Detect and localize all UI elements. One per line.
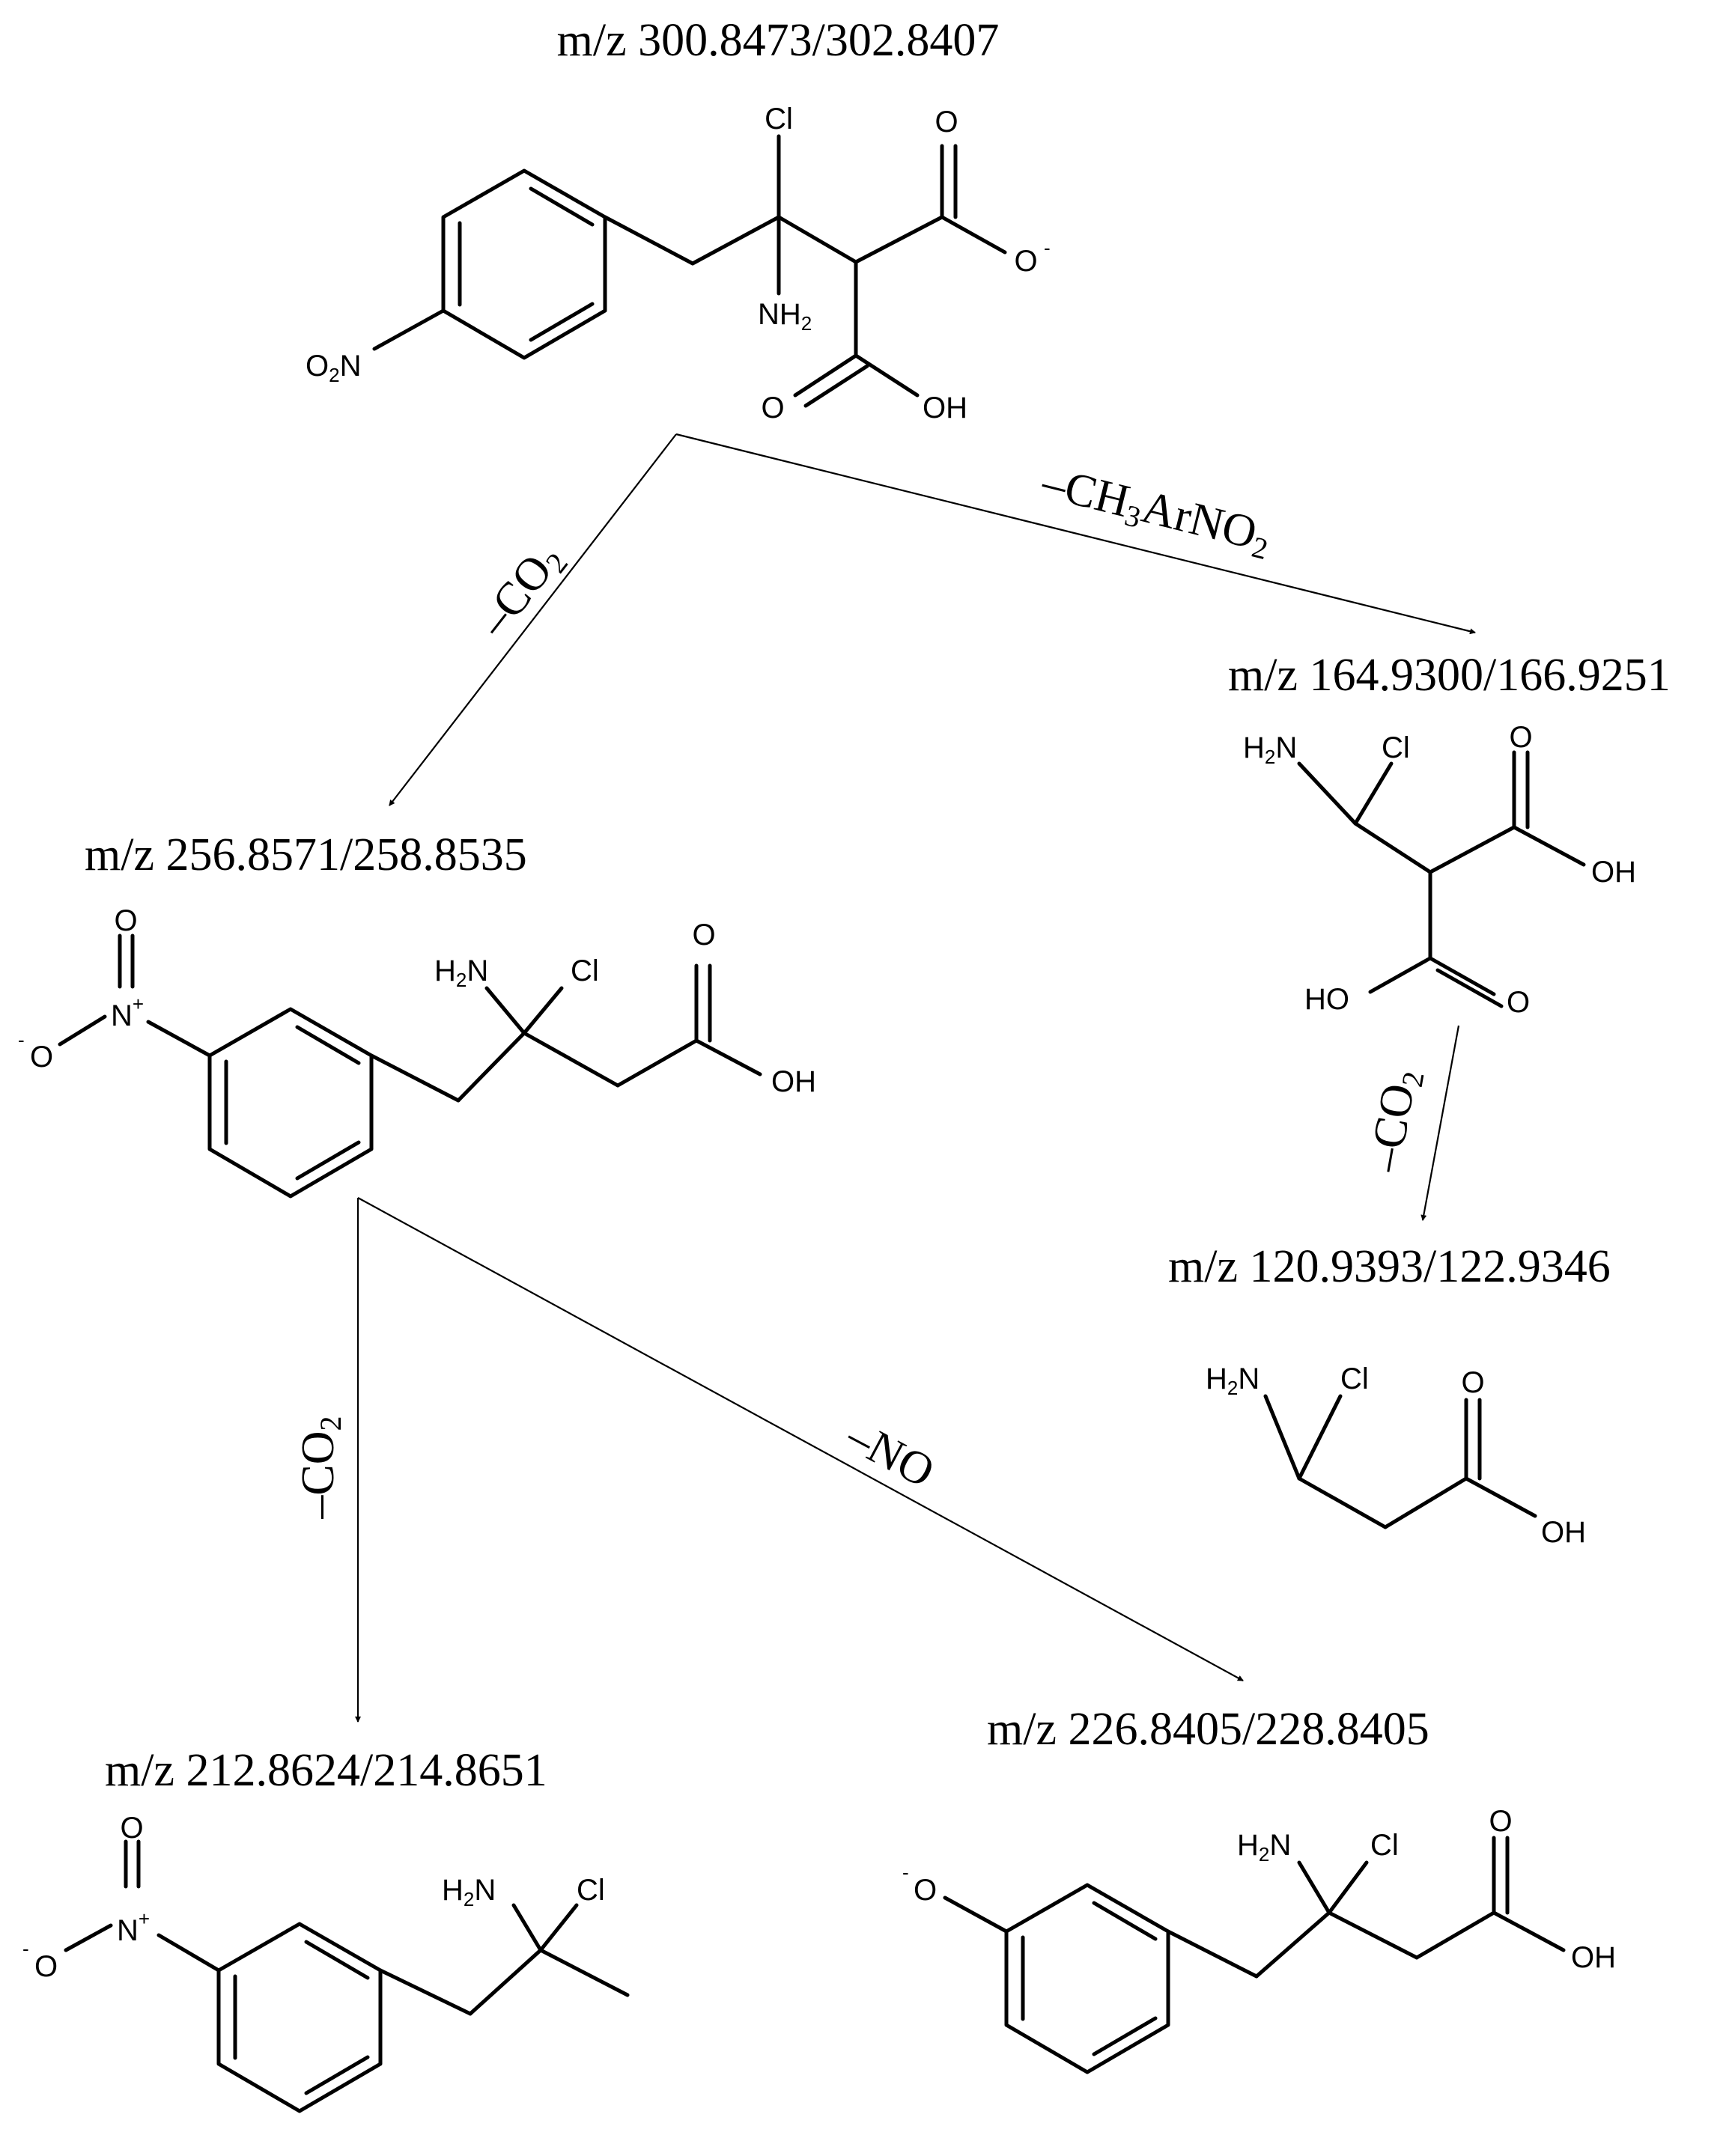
butanoic-atom-labels: H2N Cl O OH xyxy=(1206,1362,1586,1549)
phenoxide-mass-label: m/z 226.8405/228.8405 xyxy=(987,1704,1429,1755)
loss-co2-label: –CO2 xyxy=(293,1416,347,1519)
carbonyl-oxygen-label: O xyxy=(935,106,958,138)
parent-molecule: m/z 300.8473/302.8407 xyxy=(306,15,1051,424)
malonic-bonds xyxy=(1297,750,1586,1008)
decarboxylated-molecule: m/z 256.8571/258.8535 O N+ - xyxy=(18,829,816,1199)
propane-mass-label: m/z 212.8624/214.8651 xyxy=(105,1745,547,1796)
acid-oxygen-label: O xyxy=(1509,721,1532,754)
propane-molecule: m/z 212.8624/214.8651 O N+ - O H2N Cl xyxy=(22,1745,630,2113)
nitro-group-label: O2N xyxy=(306,350,361,386)
acid-carbonyl-oxygen-label: O xyxy=(761,392,784,424)
arrow-256-to-212: –CO2 xyxy=(293,1198,361,1723)
carboxylate-oxygen-label: O xyxy=(1014,245,1037,278)
amine-label: H2N xyxy=(434,954,488,991)
phenoxide-bonds xyxy=(943,1836,1566,2074)
amine-label: H2N xyxy=(1237,1829,1291,1866)
malonic-atom-labels: H2N Cl O OH HO O xyxy=(1243,721,1636,1019)
nitro-oxygen-top-label: O xyxy=(114,904,137,937)
parent-mass-label: m/z 300.8473/302.8407 xyxy=(557,15,1000,66)
malonic-molecule: m/z 164.9300/166.9251 H2N Cl O OH HO O xyxy=(1228,650,1671,1019)
amine-label: H2N xyxy=(442,1874,496,1910)
arrow-164-to-120: –CO2 xyxy=(1359,1025,1460,1221)
loss-co2-label: –CO2 xyxy=(468,534,575,649)
hydroxyl-left-label: HO xyxy=(1304,983,1349,1016)
phenoxide-oxygen-label: O xyxy=(914,1874,937,1907)
parent-atom-labels: Cl O O - NH2 O OH O2N xyxy=(306,103,1051,424)
arrow-parent-to-256: –CO2 xyxy=(389,433,677,806)
parent-bonds xyxy=(372,134,1007,408)
propane-atom-labels: O N+ - O H2N Cl xyxy=(22,1812,605,1983)
chloro-label: Cl xyxy=(1382,731,1410,764)
hydroxyl-label: OH xyxy=(1541,1516,1586,1549)
malonic-mass-label: m/z 164.9300/166.9251 xyxy=(1228,650,1671,701)
acid-oxygen-lower-label: O xyxy=(1507,986,1530,1019)
nitro-oxygen-top-label: O xyxy=(120,1812,143,1845)
chloro-label: Cl xyxy=(1340,1362,1369,1395)
nitro-oxygen-charge: - xyxy=(22,1937,29,1960)
phenoxide-molecule: m/z 226.8405/228.8405 - O H2N Cl O OH xyxy=(902,1704,1616,2074)
acid-oxygen-label: O xyxy=(1461,1366,1484,1399)
nitro-oxygen-charge: - xyxy=(18,1029,25,1051)
arrow-256-to-226: –NO xyxy=(357,1197,1244,1681)
chloro-label: Cl xyxy=(571,954,599,987)
hydroxyl-label: OH xyxy=(771,1065,816,1098)
decarboxylated-atom-labels: O N+ - O H2N Cl O OH xyxy=(18,904,816,1098)
chloro-label: Cl xyxy=(1370,1829,1399,1862)
arrow-parent-to-164: –CH3ArNO2 xyxy=(675,433,1476,635)
chloro-label: Cl xyxy=(577,1874,605,1907)
nitro-oxygen-left-label: O xyxy=(30,1041,53,1074)
butanoic-molecule: m/z 120.9393/122.9346 H2N Cl O OH xyxy=(1168,1241,1611,1549)
phenoxide-charge: - xyxy=(902,1861,909,1884)
butanoic-bonds xyxy=(1263,1394,1537,1529)
amine-label: H2N xyxy=(1206,1362,1260,1399)
amine-label: H2N xyxy=(1243,731,1297,768)
amino-label: NH2 xyxy=(758,298,812,335)
decarboxylated-bonds xyxy=(58,934,762,1199)
hydroxyl-label: OH xyxy=(1571,1941,1616,1974)
negative-charge: - xyxy=(1044,237,1051,259)
butanoic-mass-label: m/z 120.9393/122.9346 xyxy=(1168,1241,1611,1292)
chloro-label: Cl xyxy=(765,103,793,135)
loss-ch3arno2-label: –CH3ArNO2 xyxy=(1036,457,1276,567)
nitro-nitrogen-label: N+ xyxy=(117,1907,150,1947)
propane-bonds xyxy=(64,1839,630,2113)
nitro-oxygen-left-label: O xyxy=(34,1950,58,1983)
phenoxide-atom-labels: - O H2N Cl O OH xyxy=(902,1805,1616,1974)
nitro-nitrogen-label: N+ xyxy=(111,993,144,1032)
hydroxyl-label: OH xyxy=(1591,856,1636,889)
hydroxyl-label: OH xyxy=(923,392,967,424)
acid-oxygen-label: O xyxy=(1489,1805,1512,1838)
decarboxylated-mass-label: m/z 256.8571/258.8535 xyxy=(85,829,527,880)
acid-oxygen-label: O xyxy=(692,919,715,951)
loss-no-label: –NO xyxy=(838,1410,942,1498)
loss-co2-label: –CO2 xyxy=(1359,1065,1431,1177)
